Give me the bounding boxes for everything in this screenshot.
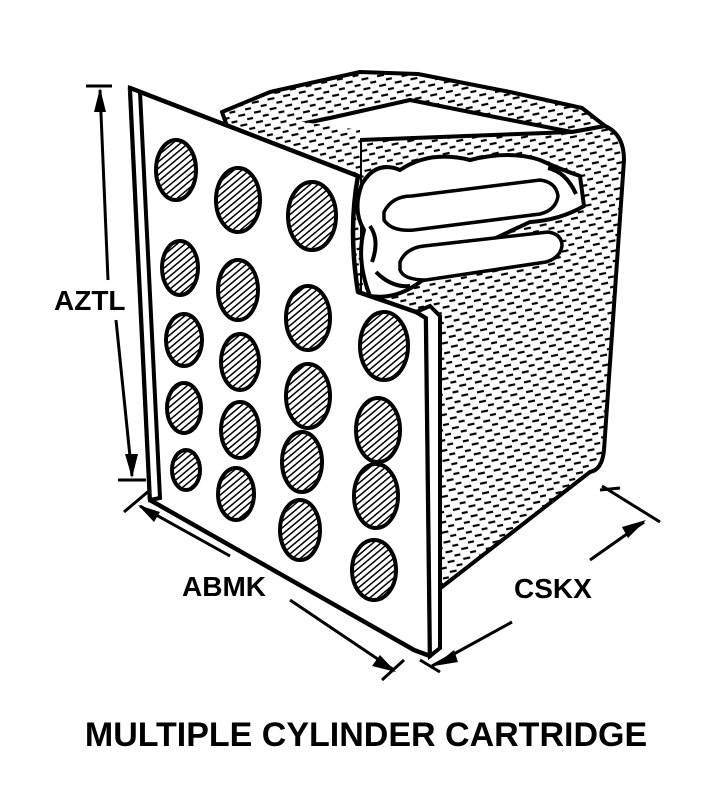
plate-hole xyxy=(286,180,338,252)
inner-tube xyxy=(398,230,564,282)
plate-hole xyxy=(164,312,204,368)
plate-hole xyxy=(352,462,400,530)
plate-hole xyxy=(165,381,203,435)
front-plate-flange xyxy=(411,303,442,661)
plate-hole xyxy=(214,166,262,234)
dimension-depth-label: CSKX xyxy=(514,573,592,604)
inner-tube xyxy=(382,178,560,233)
plate-hole xyxy=(154,138,198,202)
dimension-width xyxy=(123,488,406,682)
dimension-height-label: AZTL xyxy=(54,285,126,316)
plate-hole xyxy=(280,430,324,494)
plate-hole xyxy=(219,400,261,460)
dimension-width-label: ABMK xyxy=(182,571,266,602)
plate-hole xyxy=(354,396,402,464)
plate-hole xyxy=(219,332,261,392)
plate-hole xyxy=(160,239,200,297)
plate-holes xyxy=(154,138,410,602)
cutaway-opening xyxy=(355,153,586,299)
dimension-height xyxy=(86,84,146,482)
plate-hole xyxy=(216,258,260,322)
plate-hole xyxy=(284,284,332,352)
plate-hole xyxy=(284,362,332,430)
plate-hole xyxy=(170,448,202,492)
front-plate-edge xyxy=(127,84,163,503)
plate-hole xyxy=(278,498,322,562)
diagram-caption: MULTIPLE CYLINDER CARTRIDGE xyxy=(85,716,647,754)
plate-hole xyxy=(216,466,256,522)
plate-hole xyxy=(358,310,410,382)
plate-hole xyxy=(350,538,398,602)
dimension-depth xyxy=(419,484,661,674)
